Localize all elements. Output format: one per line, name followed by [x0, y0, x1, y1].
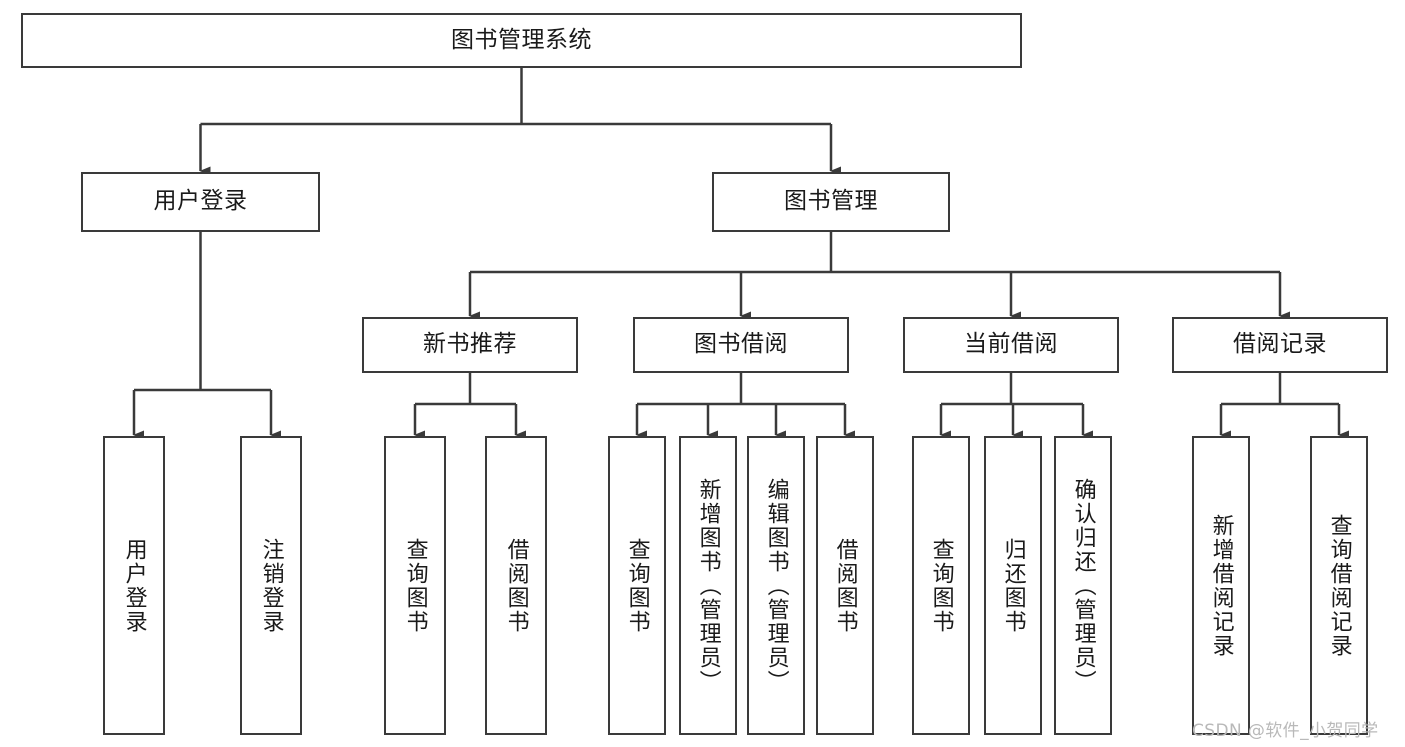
node-leaf-add-record[interactable]: 新增借阅记录 [1192, 436, 1250, 735]
node-label-leaf-confirm-return: 确认归还（管理员） [1070, 477, 1096, 694]
connector-root-to-level2 [199, 68, 841, 176]
node-leaf-confirm-return[interactable]: 确认归还（管理员） [1054, 436, 1112, 735]
node-label-leaf-query-record: 查询借阅记录 [1326, 513, 1352, 658]
csdn-watermark: CSDN @软件_小贺同学 [1192, 721, 1379, 741]
node-leaf-user-login[interactable]: 用户登录 [103, 436, 165, 735]
node-label-leaf-query-book-rec: 查询图书 [402, 537, 428, 634]
connector-bookmgmt-to-level3 [468, 232, 1290, 321]
node-book-borrow[interactable]: 图书借阅 [633, 317, 849, 373]
node-leaf-query-book-rec[interactable]: 查询图书 [384, 436, 446, 735]
connector-userlogin-to-leaves [132, 232, 281, 440]
node-book-management[interactable]: 图书管理 [712, 172, 950, 232]
node-label-book-management: 图书管理 [784, 188, 878, 215]
connector-recommend-to-leaves [413, 373, 526, 440]
node-label-leaf-query-book-borrow: 查询图书 [624, 537, 650, 634]
node-leaf-borrow-book-rec[interactable]: 借阅图书 [485, 436, 547, 735]
node-leaf-logout[interactable]: 注销登录 [240, 436, 302, 735]
node-label-root: 图书管理系统 [451, 26, 592, 53]
node-label-leaf-borrow-book-rec: 借阅图书 [503, 537, 529, 634]
node-borrow-records[interactable]: 借阅记录 [1172, 317, 1388, 373]
node-leaf-edit-book[interactable]: 编辑图书（管理员） [747, 436, 805, 735]
node-label-leaf-user-login: 用户登录 [121, 537, 147, 634]
node-label-leaf-edit-book: 编辑图书（管理员） [763, 477, 789, 694]
node-label-book-borrow: 图书借阅 [694, 331, 788, 358]
node-leaf-return-book[interactable]: 归还图书 [984, 436, 1042, 735]
node-leaf-query-book-borrow[interactable]: 查询图书 [608, 436, 666, 735]
node-label-leaf-query-book-current: 查询图书 [928, 537, 954, 634]
connector-borrow-to-leaves [635, 373, 855, 440]
connector-records-to-leaves [1219, 373, 1349, 440]
node-label-leaf-return-book: 归还图书 [1000, 537, 1026, 634]
node-root[interactable]: 图书管理系统 [21, 13, 1022, 68]
node-label-leaf-add-book: 新增图书（管理员） [695, 477, 721, 694]
node-label-borrow-records: 借阅记录 [1233, 331, 1327, 358]
node-user-login[interactable]: 用户登录 [81, 172, 320, 232]
node-leaf-borrow-book[interactable]: 借阅图书 [816, 436, 874, 735]
node-current-borrow[interactable]: 当前借阅 [903, 317, 1119, 373]
node-label-current-borrow: 当前借阅 [964, 331, 1058, 358]
node-leaf-add-book[interactable]: 新增图书（管理员） [679, 436, 737, 735]
node-label-user-login: 用户登录 [153, 188, 248, 215]
connector-current-to-leaves [939, 373, 1093, 440]
node-leaf-query-record[interactable]: 查询借阅记录 [1310, 436, 1368, 735]
node-label-leaf-logout: 注销登录 [258, 537, 284, 634]
node-new-book-recommend[interactable]: 新书推荐 [362, 317, 578, 373]
node-label-leaf-borrow-book: 借阅图书 [832, 537, 858, 634]
node-label-new-book-recommend: 新书推荐 [423, 331, 517, 358]
node-label-leaf-add-record: 新增借阅记录 [1208, 513, 1234, 658]
node-leaf-query-book-current[interactable]: 查询图书 [912, 436, 970, 735]
